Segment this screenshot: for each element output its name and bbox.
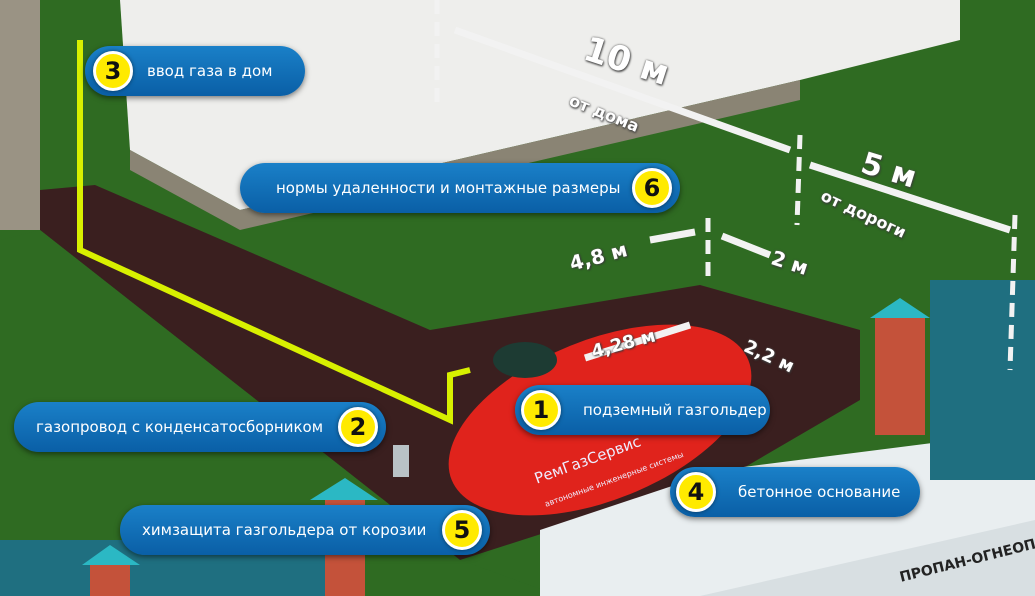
callout-2: газопровод с конденсатосборником 2 [14, 402, 386, 452]
callout-number: 3 [93, 51, 133, 91]
house-terrace [120, 0, 960, 210]
callout-number: 1 [521, 390, 561, 430]
house-wall [0, 0, 40, 230]
callout-5: химзащита газгольдера от корозии 5 [120, 505, 490, 555]
callout-3: 3 ввод газа в дом [85, 46, 305, 96]
callout-number: 2 [338, 407, 378, 447]
callout-number: 5 [442, 510, 482, 550]
callout-label: ввод газа в дом [147, 62, 273, 80]
gas-pipe [77, 40, 471, 425]
callout-4: 4 бетонное основание [670, 467, 920, 517]
fence-right [930, 280, 1035, 480]
condensate-collector [393, 445, 409, 477]
callout-number: 6 [632, 168, 672, 208]
callout-label: нормы удаленности и монтажные размеры [276, 179, 621, 197]
callout-label: химзащита газгольдера от корозии [142, 521, 427, 539]
callout-label: бетонное основание [738, 483, 901, 501]
callout-number: 4 [676, 472, 716, 512]
callout-label: газопровод с конденсатосборником [36, 418, 324, 436]
callout-6: нормы удаленности и монтажные размеры 6 [240, 163, 680, 213]
callout-1: 1 подземный газгольдер [515, 385, 770, 435]
callout-label: подземный газгольдер [583, 401, 767, 419]
